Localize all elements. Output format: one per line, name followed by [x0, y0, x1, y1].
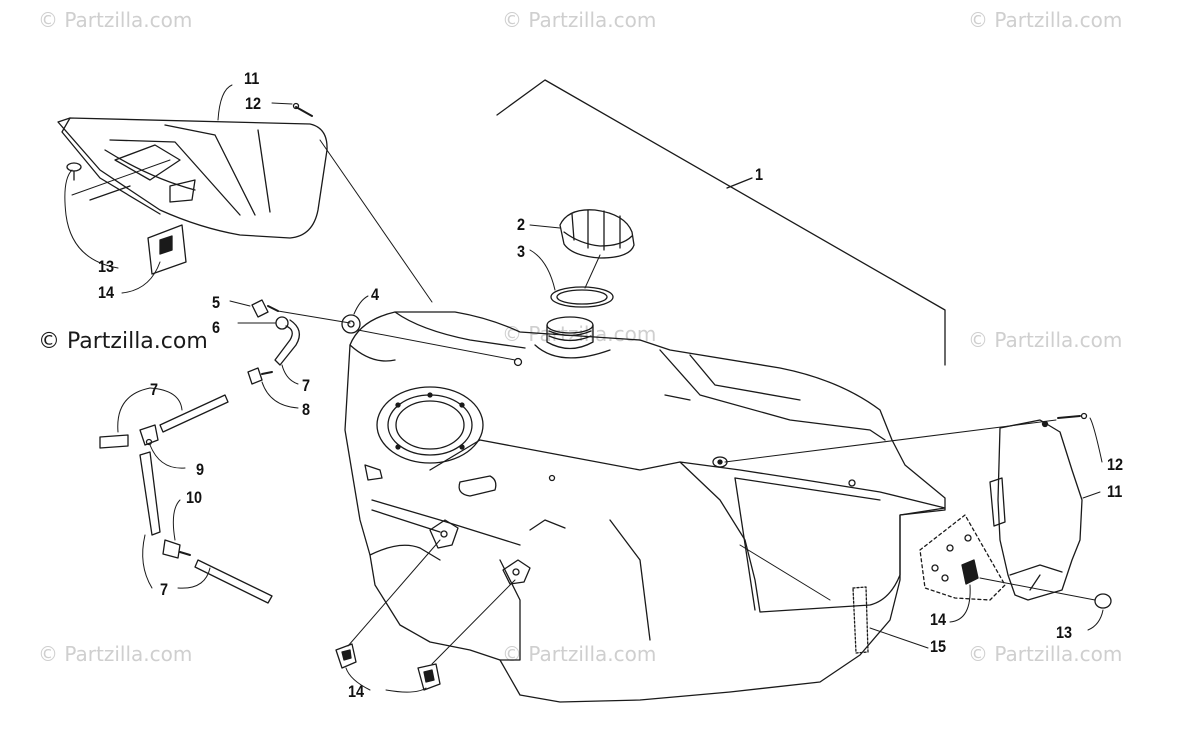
callout-6: 6: [212, 318, 221, 337]
fuel-cap: [559, 209, 635, 259]
callout-12-left: 12: [245, 94, 262, 113]
watermark-top-right: © Partzilla.com: [968, 8, 1123, 32]
fuel-tank: [344, 311, 946, 703]
callout-2: 2: [517, 215, 526, 234]
callout-7-hose-upper: 7: [302, 376, 311, 395]
fuel-cap-gasket: [550, 286, 614, 308]
watermark-top-center: © Partzilla.com: [502, 8, 657, 32]
callout-14-bottom: 14: [348, 682, 365, 701]
right-side-panel: [919, 412, 1112, 609]
callout-15: 15: [930, 637, 947, 656]
callout-3: 3: [517, 242, 526, 261]
callout-10: 10: [186, 488, 203, 507]
callout-4: 4: [371, 285, 380, 304]
callout-5: 5: [212, 293, 221, 312]
callout-7-hose-lower: 7: [160, 580, 169, 599]
callout-11-left: 11: [244, 69, 260, 88]
callout-14-left: 14: [98, 283, 115, 302]
watermark-mid-right: © Partzilla.com: [968, 328, 1123, 352]
callout-12-right: 12: [1107, 455, 1124, 474]
callout-13-left: 13: [98, 257, 115, 276]
watermark-bottom-center: © Partzilla.com: [502, 642, 657, 666]
left-side-panel: [57, 102, 328, 275]
callout-9: 9: [196, 460, 205, 479]
foam-strip: [852, 586, 869, 654]
callout-14-right: 14: [930, 610, 947, 629]
watermark-top-left: © Partzilla.com: [38, 8, 193, 32]
callout-7-hose-left: 7: [150, 380, 159, 399]
grommet: [341, 314, 361, 334]
assembly-bracket: [496, 79, 946, 366]
callout-1: 1: [755, 165, 764, 184]
watermark-bottom-left: © Partzilla.com: [38, 642, 193, 666]
watermark-featured: © Partzilla.com: [38, 329, 208, 354]
speed-nuts: [335, 643, 441, 691]
watermark-bottom-right: © Partzilla.com: [968, 642, 1123, 666]
leader-lines: [64, 84, 1104, 693]
fuel-line-assembly: [99, 299, 301, 604]
callout-11-right: 11: [1107, 482, 1123, 501]
callout-13-right: 13: [1056, 623, 1073, 642]
callout-8: 8: [302, 400, 311, 419]
